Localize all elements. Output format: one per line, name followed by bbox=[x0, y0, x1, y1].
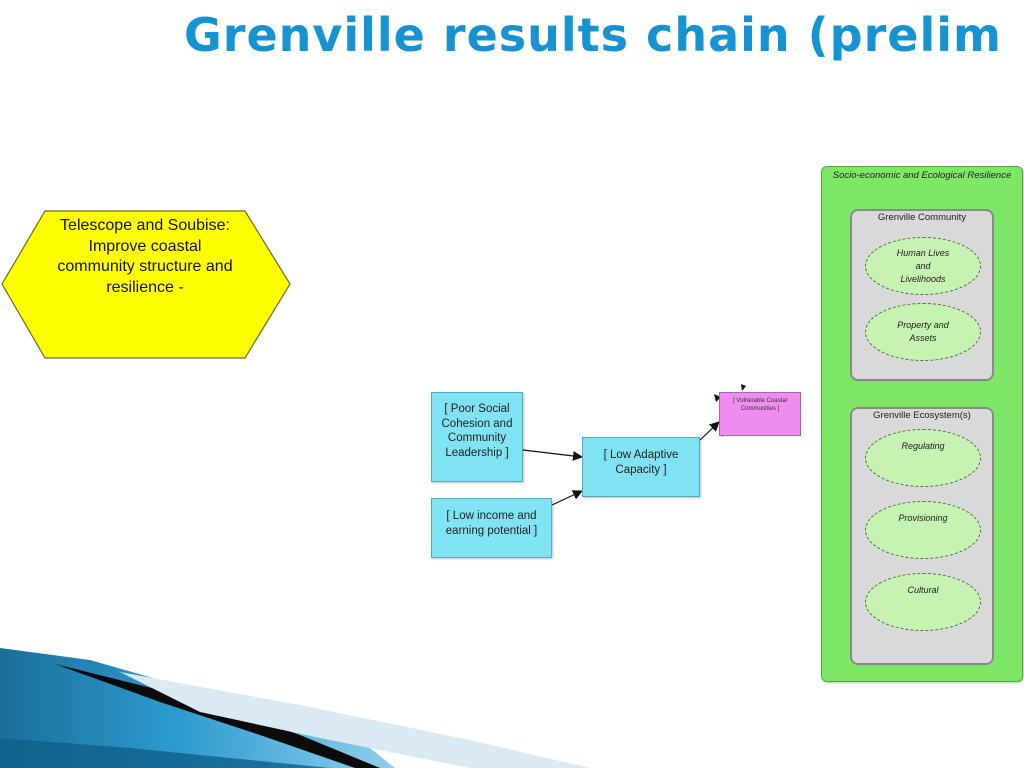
target-provisioning-label: Provisioning bbox=[898, 513, 948, 523]
strategy-label: Telescope and Soubise: Improve coastal c… bbox=[57, 217, 233, 296]
target-human-lives[interactable]: Human Lives and Livelihoods bbox=[865, 237, 981, 295]
arrow-income-to-adaptive bbox=[551, 490, 583, 506]
slide-title: Grenville results chain (prelim bbox=[184, 8, 1002, 62]
strategy-hexagon[interactable] bbox=[1, 210, 291, 359]
community-box[interactable]: Grenville Community Human Lives and Live… bbox=[850, 209, 994, 381]
arrow-adaptive-to-vulnerable bbox=[699, 421, 720, 441]
arrowhead-fragment-top bbox=[741, 384, 746, 391]
community-title: Grenville Community bbox=[877, 212, 967, 223]
factor-low-adaptive-capacity[interactable]: [ Low Adaptive Capacity ] bbox=[582, 437, 700, 497]
target-human-lives-label: Human Lives and Livelihoods bbox=[896, 247, 950, 284]
target-property-assets-label: Property and Assets bbox=[897, 320, 949, 343]
arrowhead-fragment-left bbox=[714, 394, 721, 402]
decorative-swoosh bbox=[0, 648, 590, 768]
arrow-social-to-adaptive bbox=[522, 449, 583, 461]
target-cultural[interactable]: Cultural bbox=[865, 573, 981, 631]
resilience-scope-title: Socio-economic and Ecological Resilience bbox=[832, 170, 1012, 181]
ecosystem-title: Grenville Ecosystem(s) bbox=[873, 410, 971, 421]
factor-poor-social-cohesion-label: [ Poor Social Cohesion and Community Lea… bbox=[441, 403, 513, 459]
ecosystem-box[interactable]: Grenville Ecosystem(s) Regulating Provis… bbox=[850, 407, 994, 665]
strategy-text: Telescope and Soubise: Improve coastal c… bbox=[50, 216, 240, 298]
factor-poor-social-cohesion[interactable]: [ Poor Social Cohesion and Community Lea… bbox=[431, 392, 523, 482]
factor-low-income[interactable]: [ Low income and earning potential ] bbox=[431, 498, 552, 558]
factor-low-income-label: [ Low income and earning potential ] bbox=[445, 510, 538, 537]
resilience-scope[interactable]: Socio-economic and Ecological Resilience… bbox=[821, 166, 1023, 682]
target-cultural-label: Cultural bbox=[907, 585, 939, 595]
target-provisioning[interactable]: Provisioning bbox=[865, 501, 981, 559]
threat-vulnerable-coastal-communities-label: [ Vulnerable Coastal Communities ] bbox=[733, 398, 787, 412]
target-regulating-label: Regulating bbox=[901, 441, 945, 451]
target-property-assets[interactable]: Property and Assets bbox=[865, 303, 981, 361]
threat-vulnerable-coastal-communities[interactable]: [ Vulnerable Coastal Communities ] bbox=[719, 392, 801, 436]
target-regulating[interactable]: Regulating bbox=[865, 429, 981, 487]
factor-low-adaptive-capacity-label: [ Low Adaptive Capacity ] bbox=[603, 449, 679, 476]
